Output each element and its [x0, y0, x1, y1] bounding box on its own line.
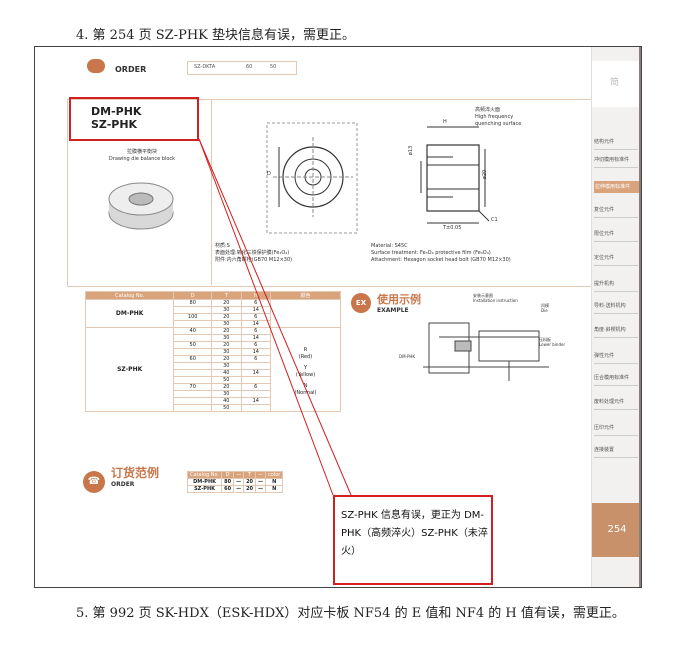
ex-install-en: Installation instruction — [473, 298, 518, 303]
sidebar-item: 提升机构 — [594, 281, 638, 292]
order-example-cn: 订货范例 — [111, 466, 160, 480]
ex-binder-cn: 压料板 — [539, 337, 551, 342]
sidebar-item: 限位元件 — [594, 231, 638, 242]
order-cell: — — [233, 485, 245, 493]
order-label: ORDER — [115, 65, 147, 74]
product-title-line2: SZ-PHK — [91, 118, 138, 131]
page-number: 254 — [592, 503, 641, 557]
sz-cell — [240, 404, 271, 412]
spec-en1: Material: S45C — [371, 243, 408, 249]
spec-cn: 材质:S 表面处理:氧化三铁保护膜(Fe₃O₄) 附件:内六角螺栓(GB70 M… — [215, 243, 292, 264]
sidebar-header-area: 简 — [592, 61, 641, 107]
order-cut-row: SZ-DKTA 60 50 — [187, 61, 297, 75]
color-text: (Normal) — [294, 389, 317, 396]
note-4: 4. 第 254 页 SZ-PHK 垫块信息有误，需更正。 — [76, 28, 356, 43]
sidebar-item: 拉伸模用标准件 — [594, 181, 640, 193]
ex-install: 安装示意图 Installation instruction — [473, 293, 518, 303]
spec-cn2: 表面处理:氧化三铁保护膜(Fe₃O₄) — [215, 250, 290, 256]
sz-name: SZ-PHK — [84, 327, 175, 412]
block-3d-illustration — [108, 182, 174, 230]
block-name: 拉膜横平衡块 Drawing die balance block — [97, 149, 187, 163]
color-text: Y — [303, 364, 308, 371]
order-cut-v1: 60 — [246, 64, 253, 70]
catalog-page-image: ORDER SZ-DKTA 60 50 DM-PHK SZ-PHK 拉膜横平衡块… — [34, 46, 642, 588]
block-name-en: Drawing die balance block — [108, 156, 176, 162]
chapter-sidebar: 简 结构元件冲切模用标准件拉伸模用标准件复位元件限位元件定位元件提升机构导料·送… — [591, 47, 641, 587]
example-drawing — [423, 322, 549, 381]
hf-en2: quenching surface — [475, 121, 522, 127]
ex-part: DM-PHK — [399, 354, 416, 359]
dim-H: H — [443, 119, 447, 125]
product-title-line1: DM-PHK — [91, 105, 142, 118]
sidebar-item: 导料·送料机构 — [594, 303, 638, 314]
sidebar-item: 复位元件 — [594, 207, 638, 218]
color-text: (Red) — [298, 353, 313, 360]
color-text: R — [303, 346, 308, 353]
spec-en2: Surface treatment: Fe₃O₄ protective film… — [371, 250, 491, 256]
example-title-en: EXAMPLE — [377, 307, 409, 314]
order-example-icon: ☎ — [83, 471, 105, 493]
example-badge: EX — [351, 293, 371, 313]
sidebar-item: 冲切模用标准件 — [594, 157, 638, 168]
order-cut-v2: 50 — [270, 64, 277, 70]
sidebar-item: 压合模用标准件 — [594, 375, 638, 386]
spec-cn1: 材质:S — [215, 243, 230, 249]
correction-box: SZ-PHK 信息有误，更正为 DM-PHK（高频淬火）SZ-PHK（未淬火） — [333, 495, 493, 585]
sidebar-item: 连接装置 — [594, 447, 638, 458]
hf-cn: 高频淬火面 — [475, 107, 501, 113]
hf-en1: High frequency — [475, 114, 514, 120]
order-example-title: 订货范例 ORDER — [111, 467, 159, 491]
highlight-box-title — [69, 97, 199, 141]
order-icon — [87, 59, 105, 73]
order-cut-code: SZ-DKTA — [194, 64, 216, 70]
sidebar-item: 角度·斜楔机构 — [594, 327, 638, 338]
sz-cell: 50 — [211, 404, 242, 412]
order-example-en: ORDER — [111, 481, 135, 488]
correction-text: SZ-PHK 信息有误，更正为 DM-PHK（高频淬火）SZ-PHK（未淬火） — [341, 510, 488, 557]
sidebar-item: 压印元件 — [594, 425, 638, 436]
table-row: 50 — [86, 404, 341, 412]
note-5: 5. 第 992 页 SK-HDX（ESK-HDX）对应卡板 NF54 的 E … — [76, 606, 625, 621]
hf-surface-note: 高频淬火面 High frequency quenching surface — [475, 107, 521, 128]
dim-T: T±0.05 — [443, 225, 462, 231]
technical-drawing — [266, 122, 490, 234]
sidebar-item: 结构元件 — [594, 139, 638, 150]
sidebar-item: 弹性元件 — [594, 353, 638, 364]
ex-install-cn: 安装示意图 — [473, 293, 493, 298]
product-panel-divider — [211, 99, 212, 285]
ex-binder-en: Lower binder — [539, 342, 566, 347]
ex-die-cn: 凹模 — [541, 303, 549, 308]
sidebar-item: 废料处理元件 — [594, 399, 638, 410]
sidebar-item: 定位元件 — [594, 255, 638, 266]
ex-die: 凹模 Die — [541, 303, 549, 313]
order-cell: N — [265, 485, 284, 493]
spec-en3: Attachment: Hexagon socket head bolt (GB… — [371, 257, 511, 263]
spec-cn3: 附件:内六角螺栓(GB70 M12×30) — [215, 257, 293, 263]
block-name-cn: 拉膜横平衡块 — [126, 149, 157, 155]
dm-color — [269, 299, 342, 328]
product-title: DM-PHK SZ-PHK — [91, 105, 141, 131]
sidebar-edge — [639, 47, 641, 587]
dim-D: D — [267, 171, 271, 177]
callout-lines — [198, 138, 352, 496]
sz-color: R(Red) Y(Yellow) N(Normal) — [269, 327, 342, 412]
color-text: N — [303, 382, 308, 389]
example-title-cn: 使用示例 — [377, 293, 421, 306]
order-cell: SZ-PHK — [186, 485, 223, 493]
spec-en: Material: S45C Surface treatment: Fe₃O₄ … — [371, 243, 511, 264]
color-text: (Yellow) — [295, 371, 316, 378]
ex-die-en: Die — [541, 308, 548, 313]
ex-binder: 压料板 Lower binder — [539, 337, 565, 347]
dim-C1: C1 — [491, 217, 498, 223]
sidebar-cut-char: 简 — [610, 78, 620, 88]
